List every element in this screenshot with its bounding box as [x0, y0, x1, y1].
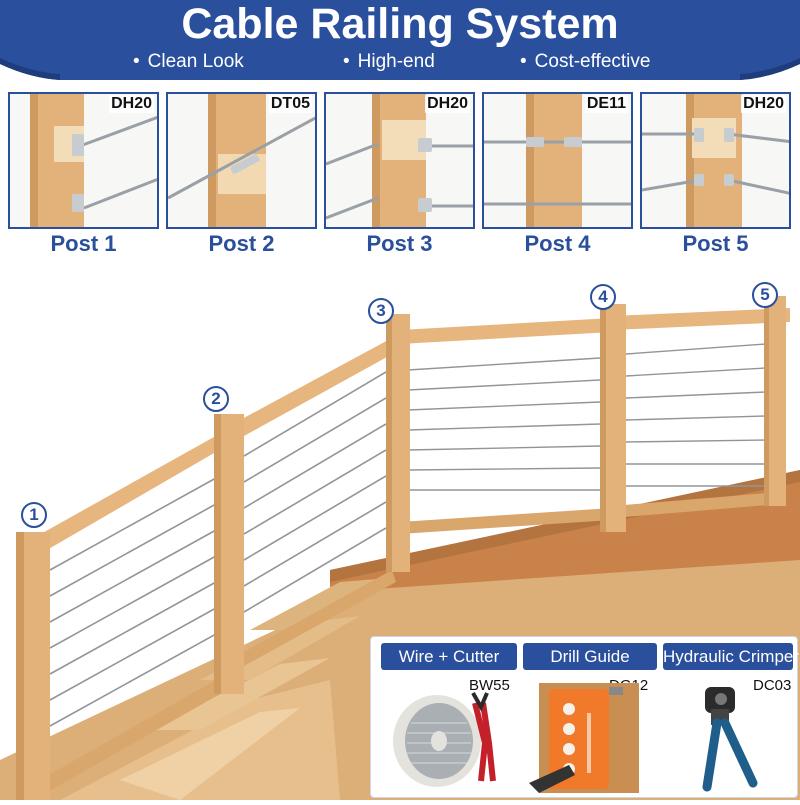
marker-4: 4 — [590, 284, 616, 310]
wire-spool-cutter-icon — [393, 692, 496, 787]
drill-guide-icon — [529, 683, 639, 793]
post-3-illustration — [326, 94, 473, 227]
post-3-detail: DH20 — [324, 92, 475, 229]
tools-panel: Wire + Cutter Drill Guide Hydraulic Crim… — [370, 636, 799, 798]
post-4-illustration — [484, 94, 631, 227]
bullet-clean-look: Clean Look — [133, 49, 244, 75]
post-1-code: DH20 — [109, 95, 154, 113]
post-2-detail: DT05 — [166, 92, 317, 229]
marker-3: 3 — [368, 298, 394, 324]
post-3-code: DH20 — [425, 95, 470, 113]
post-1-label: Post 1 — [50, 231, 117, 256]
post-4-label: Post 4 — [524, 231, 591, 256]
post-2-code: DT05 — [268, 95, 312, 113]
post-4-code: DE11 — [584, 95, 628, 113]
marker-2: 2 — [203, 386, 229, 412]
post-2-illustration — [168, 94, 315, 227]
page-title: Cable Railing System — [181, 0, 619, 48]
tool-header-drill-guide: Drill Guide — [523, 643, 657, 670]
post-5-label: Post 5 — [682, 231, 749, 256]
post-5-illustration — [642, 94, 789, 227]
bullet-cost-effective: Cost-effective — [520, 49, 651, 75]
post-2-label: Post 2 — [208, 231, 275, 256]
post-1-detail: DH20 — [8, 92, 159, 229]
title-banner: Cable Railing System Clean Look High-end… — [0, 0, 800, 80]
marker-5: 5 — [752, 282, 778, 308]
post-5-detail: DH20 — [640, 92, 791, 229]
wire-cutter-code: BW55 — [469, 677, 510, 694]
marker-1: 1 — [21, 502, 47, 528]
post-5-code: DH20 — [741, 95, 786, 113]
tool-header-hydraulic-crimper: Hydraulic Crimper — [663, 643, 799, 670]
tool-header-wire-cutter: Wire + Cutter — [381, 643, 517, 670]
post-4-detail: DE11 — [482, 92, 633, 229]
post-3-label: Post 3 — [366, 231, 433, 256]
hydraulic-crimper-icon — [702, 687, 758, 792]
feature-bullets: Clean Look High-end Cost-effective — [0, 49, 800, 75]
post-1-illustration — [30, 94, 157, 227]
bullet-high-end: High-end — [343, 49, 435, 75]
crimper-code: DC03 — [753, 677, 792, 694]
